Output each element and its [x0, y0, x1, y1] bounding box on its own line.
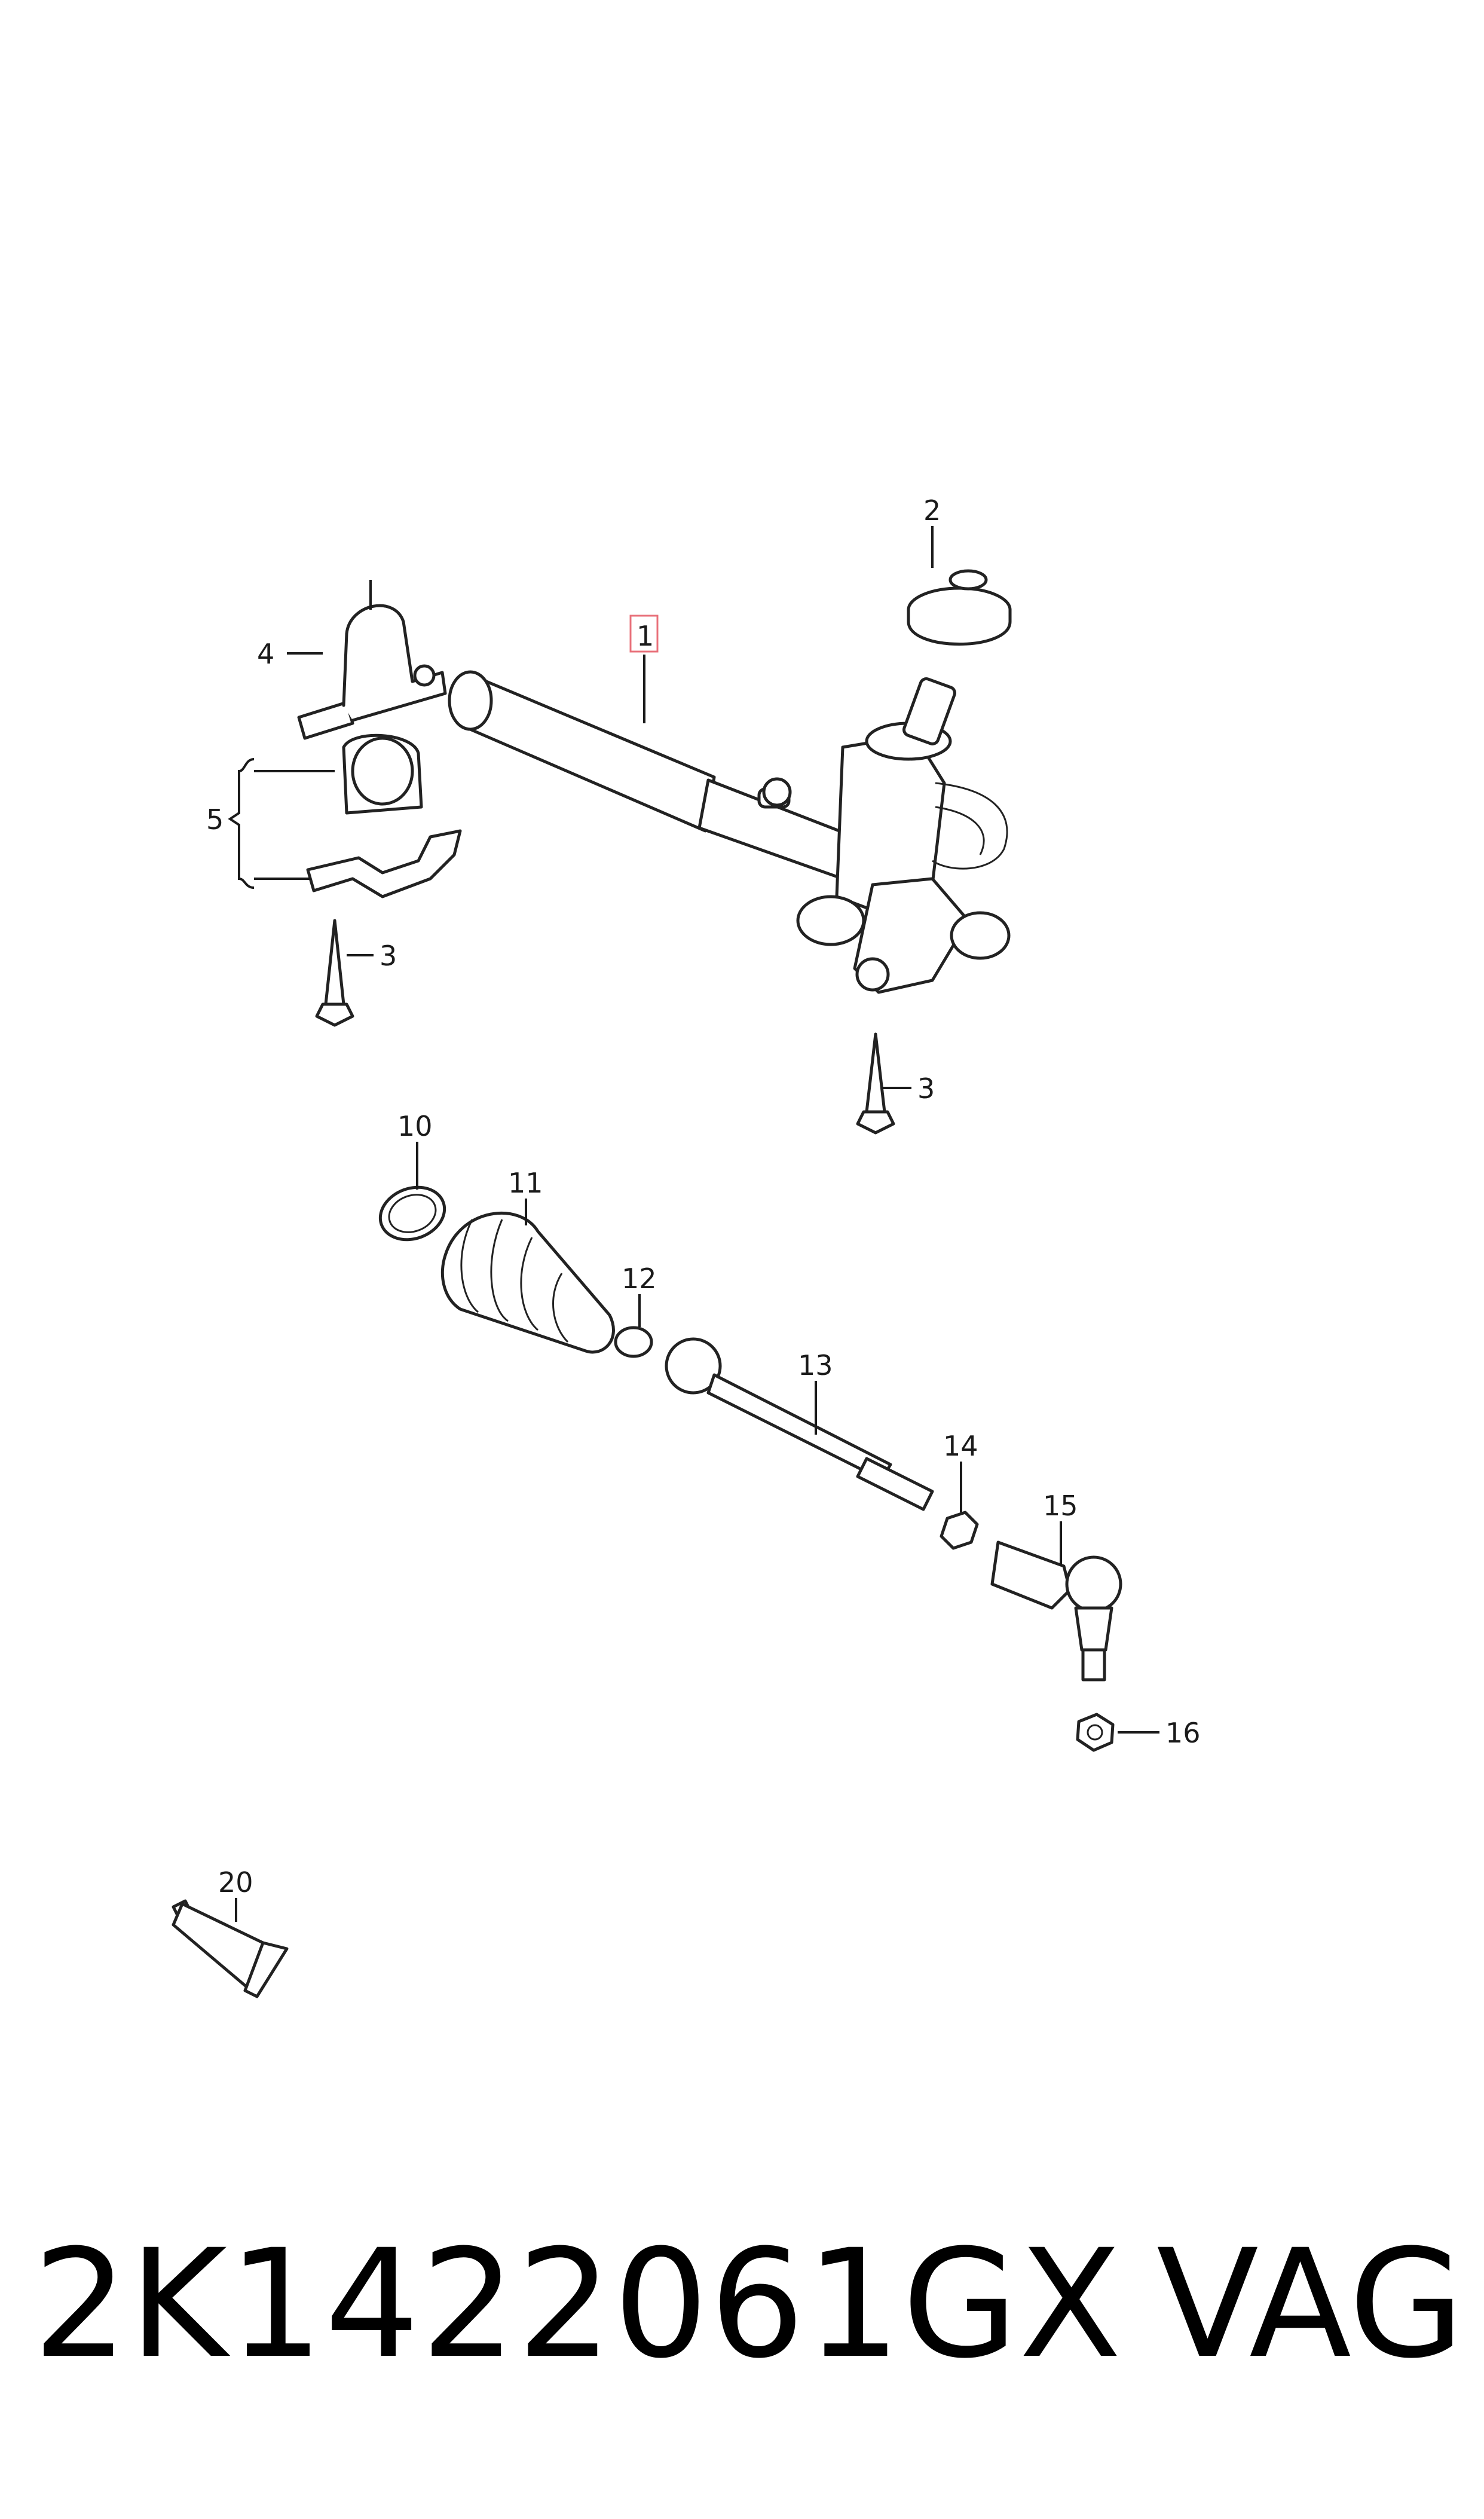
bolt-lower: [856, 1032, 895, 1135]
callout-15: 15: [1043, 1490, 1078, 1522]
callout-1: 1: [637, 620, 654, 652]
callout-12: 12: [622, 1262, 657, 1295]
callout-5: 5: [206, 803, 224, 836]
self-locking-nut: [1076, 1713, 1115, 1752]
brand-name: VAG: [1156, 2217, 1465, 2391]
clamp-bracket: [297, 580, 447, 740]
callout-1-highlight: [629, 615, 659, 653]
bolt-upper: [315, 919, 354, 1027]
callout-3a: 3: [380, 940, 397, 972]
callout-2: 2: [923, 494, 941, 527]
rubber-mount: [907, 569, 1012, 646]
callout-20: 20: [218, 1866, 253, 1899]
part-number: 2K1422061GX: [33, 2217, 1123, 2391]
clip-ring: [378, 1185, 446, 1242]
exploded-parts-diagram: 1 2 3 3 4 5 10 11 12 13 14 15 16 20: [172, 494, 1201, 1998]
callout-4: 4: [257, 638, 274, 670]
lock-nut: [940, 1511, 979, 1550]
callout-10: 10: [397, 1110, 433, 1142]
steering-boot: [440, 1212, 615, 1354]
callout-3b: 3: [917, 1072, 935, 1105]
callout-13: 13: [798, 1349, 833, 1381]
tie-rod-end: [990, 1540, 1122, 1682]
callout-16: 16: [1165, 1717, 1201, 1749]
small-clip: [614, 1326, 653, 1358]
steering-rack-housing: [448, 670, 1011, 994]
grease-tube: [172, 1899, 289, 1998]
callout-11: 11: [508, 1167, 543, 1199]
callout-14: 14: [943, 1430, 978, 1462]
footer: 2K1422061GX VAG: [0, 2212, 1484, 2519]
bush-and-bracket: [306, 733, 462, 898]
inner-tie-rod: [665, 1337, 934, 1511]
